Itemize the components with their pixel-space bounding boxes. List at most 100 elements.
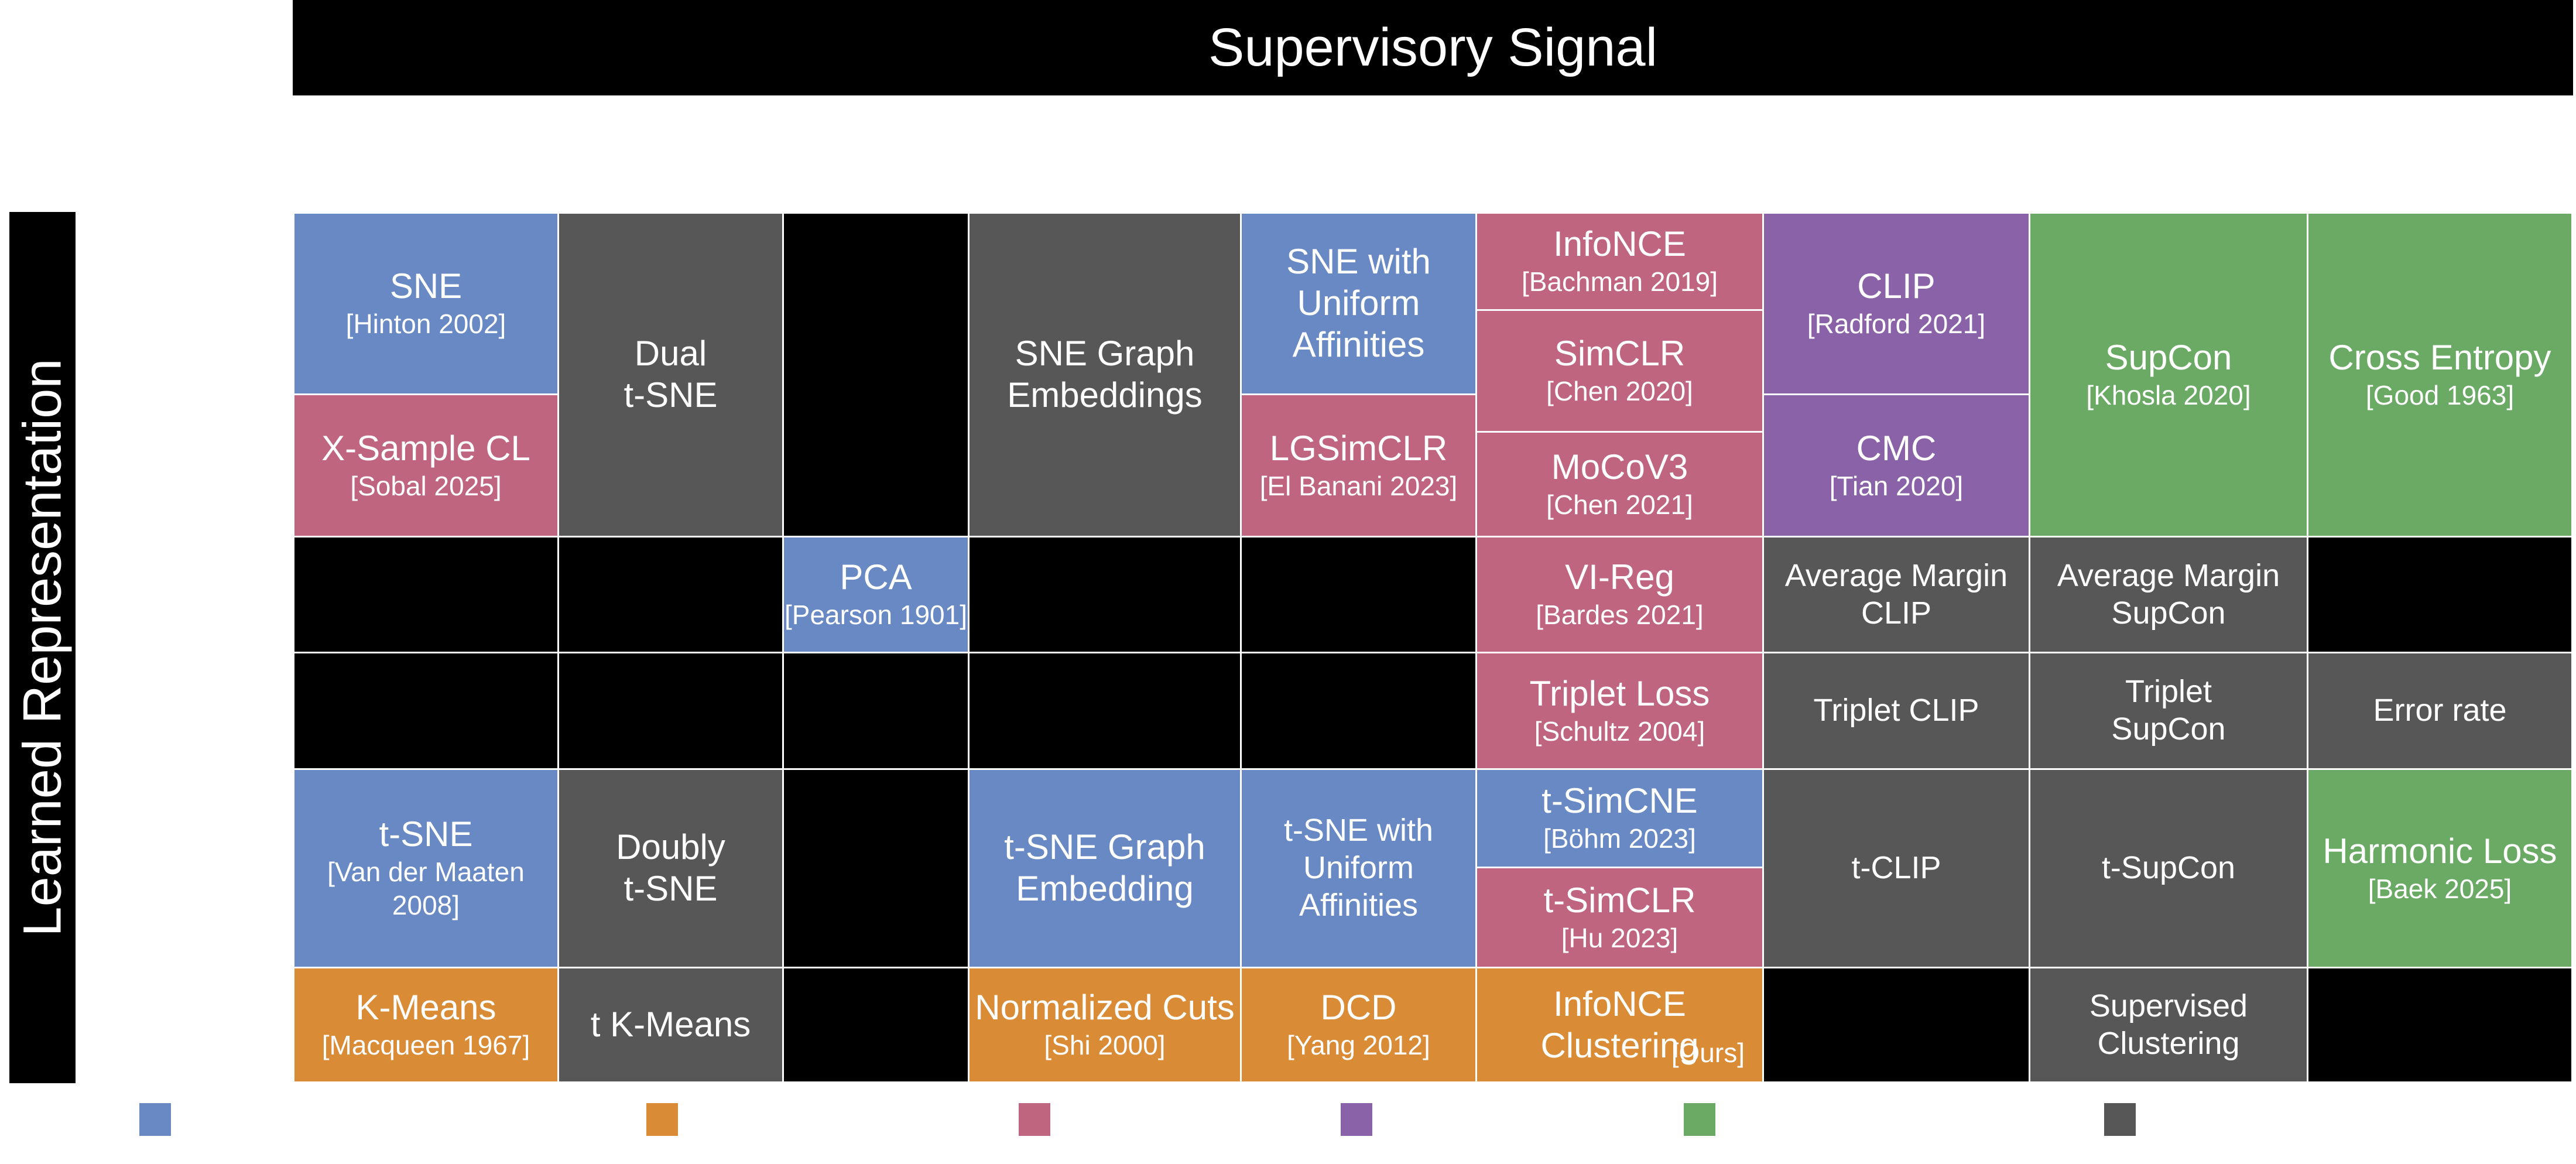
cell-empty	[782, 212, 970, 538]
cell-title: t-SNE Graph Embedding	[1004, 827, 1205, 908]
cell-title: InfoNCE Clustering	[1540, 984, 1699, 1065]
cell-title: t-SNE with Uniform Affinities	[1283, 813, 1434, 923]
cell-empty	[2307, 967, 2573, 1083]
cell-title: Dual t-SNE	[624, 334, 718, 415]
cell-empty	[557, 536, 784, 653]
cell-title: Triplet SupCon	[2111, 674, 2226, 747]
cell-sne-graph-embeddings: SNE Graph Embeddings	[968, 212, 1242, 538]
cell-title: MoCoV3	[1551, 447, 1688, 487]
cell-t-supcon: t-SupCon	[2029, 768, 2308, 968]
cell-simclr: SimCLR [Chen 2020]	[1475, 309, 1764, 433]
cell-title: LGSimCLR	[1269, 428, 1448, 468]
cell-empty	[1240, 536, 1477, 653]
cell-title: Error rate	[2373, 693, 2507, 728]
cell-t-kmeans: t K-Means	[557, 967, 784, 1083]
cell-citation: [Bachman 2019]	[1521, 266, 1718, 297]
cell-citation: [Good 1963]	[2365, 379, 2515, 410]
cell-clip: CLIP [Radford 2021]	[1762, 212, 2030, 395]
cell-empty	[1240, 652, 1477, 770]
supervisory-signal-label: Supervisory Signal	[1208, 18, 1658, 77]
cell-infonce-clustering: InfoNCE Clustering [Ours]	[1475, 967, 1764, 1083]
cell-mocov3: MoCoV3 [Chen 2021]	[1475, 431, 1764, 538]
cell-error-rate: Error rate	[2307, 652, 2573, 770]
cell-title: Harmonic Loss	[2322, 831, 2557, 871]
cell-empty	[2307, 536, 2573, 653]
cell-tsne-uniform-affinities: t-SNE with Uniform Affinities	[1240, 768, 1477, 968]
cell-cross-entropy: Cross Entropy [Good 1963]	[2307, 212, 2573, 538]
cell-normalized-cuts: Normalized Cuts [Shi 2000]	[968, 967, 1242, 1083]
cell-title: InfoNCE	[1553, 224, 1686, 264]
legend-swatch-green	[1684, 1103, 1715, 1136]
cell-citation: [Schultz 2004]	[1534, 715, 1705, 747]
cell-title: Average Margin CLIP	[1784, 557, 2008, 631]
cell-title: Average Margin SupCon	[2057, 557, 2280, 631]
cell-citation: [Hu 2023]	[1561, 922, 1678, 953]
cell-citation: [Chen 2021]	[1546, 489, 1693, 520]
cell-citation: [Hinton 2002]	[345, 309, 506, 340]
cell-citation: [Shi 2000]	[1044, 1030, 1166, 1061]
cell-empty	[1762, 967, 2030, 1083]
supervisory-signal-banner: Supervisory Signal	[293, 0, 2573, 95]
cell-dual-tsne: Dual t-SNE	[557, 212, 784, 538]
cell-x-sample-cl: X-Sample CL [Sobal 2025]	[293, 393, 559, 538]
cell-title: Triplet Loss	[1529, 673, 1710, 713]
cell-empty	[293, 652, 559, 770]
cell-t-clip: t-CLIP	[1762, 768, 2030, 968]
cell-empty	[968, 536, 1242, 653]
cell-sne: SNE [Hinton 2002]	[293, 212, 559, 395]
legend-swatch-purple	[1341, 1103, 1372, 1136]
cell-doubly-tsne: Doubly t-SNE	[557, 768, 784, 968]
cell-title: t-CLIP	[1851, 850, 1941, 886]
cell-citation: [Chen 2020]	[1546, 376, 1693, 407]
cell-tsne: t-SNE [Van der Maaten 2008]	[293, 768, 559, 968]
cell-citation: [Macqueen 1967]	[321, 1030, 530, 1061]
cell-title: t K-Means	[590, 1005, 751, 1045]
cell-citation: [Sobal 2025]	[350, 470, 502, 501]
cell-average-margin-supcon: Average Margin SupCon	[2029, 536, 2308, 653]
legend-swatch-gray	[2104, 1103, 2136, 1136]
cell-title: SNE with Uniform Affinities	[1286, 242, 1431, 364]
cell-citation: [Khosla 2020]	[2086, 379, 2251, 410]
cell-t-simclr: t-SimCLR [Hu 2023]	[1475, 867, 1764, 968]
cell-triplet-clip: Triplet CLIP	[1762, 652, 2030, 770]
cell-citation: [Bardes 2021]	[1536, 600, 1704, 631]
cell-title: CMC	[1856, 428, 1937, 468]
cell-citation: [Yang 2012]	[1287, 1030, 1430, 1061]
cell-title: Cross Entropy	[2328, 337, 2551, 377]
cell-lgsimclr: LGSimCLR [El Banani 2023]	[1240, 393, 1477, 538]
cell-title: Triplet CLIP	[1813, 693, 1979, 728]
cell-title: Supervised Clustering	[2089, 988, 2248, 1061]
cell-citation: [Radford 2021]	[1807, 309, 1986, 340]
cell-citation: [Baek 2025]	[2368, 873, 2512, 904]
cell-title: t-SNE	[379, 814, 473, 854]
cell-title: SNE	[389, 266, 463, 306]
cell-triplet-supcon: Triplet SupCon	[2029, 652, 2308, 770]
cell-empty	[293, 536, 559, 653]
cell-empty	[782, 967, 970, 1083]
cell-title: DCD	[1320, 988, 1397, 1028]
cell-citation: [Pearson 1901]	[784, 600, 967, 631]
cell-title: t-SimCLR	[1543, 880, 1696, 920]
cell-kmeans: K-Means [Macqueen 1967]	[293, 967, 559, 1083]
method-grid: SNE [Hinton 2002] X-Sample CL [Sobal 202…	[293, 212, 2573, 1083]
cell-title: t-SupCon	[2101, 850, 2236, 886]
cell-citation: [Tian 2020]	[1829, 470, 1964, 501]
cell-empty	[557, 652, 784, 770]
cell-average-margin-clip: Average Margin CLIP	[1762, 536, 2030, 653]
legend-swatch-blue	[139, 1103, 171, 1136]
cell-title: VI-Reg	[1565, 557, 1674, 597]
cell-tsne-graph-embedding: t-SNE Graph Embedding	[968, 768, 1242, 968]
cell-infonce: InfoNCE [Bachman 2019]	[1475, 212, 1764, 311]
legend-swatch-orange	[646, 1103, 678, 1136]
cell-citation: [Böhm 2023]	[1543, 823, 1696, 854]
cell-t-simcne: t-SimCNE [Böhm 2023]	[1475, 768, 1764, 868]
cell-title: Normalized Cuts	[975, 988, 1235, 1028]
cell-title: K-Means	[355, 988, 496, 1028]
cell-title: CLIP	[1857, 266, 1936, 306]
cell-title: t-SimCNE	[1542, 781, 1698, 821]
cell-title: Doubly t-SNE	[616, 827, 725, 908]
cell-triplet-loss: Triplet Loss [Schultz 2004]	[1475, 652, 1764, 770]
cell-title: SimCLR	[1554, 334, 1686, 374]
cell-harmonic-loss: Harmonic Loss [Baek 2025]	[2307, 768, 2573, 968]
cell-supervised-clustering: Supervised Clustering	[2029, 967, 2308, 1083]
